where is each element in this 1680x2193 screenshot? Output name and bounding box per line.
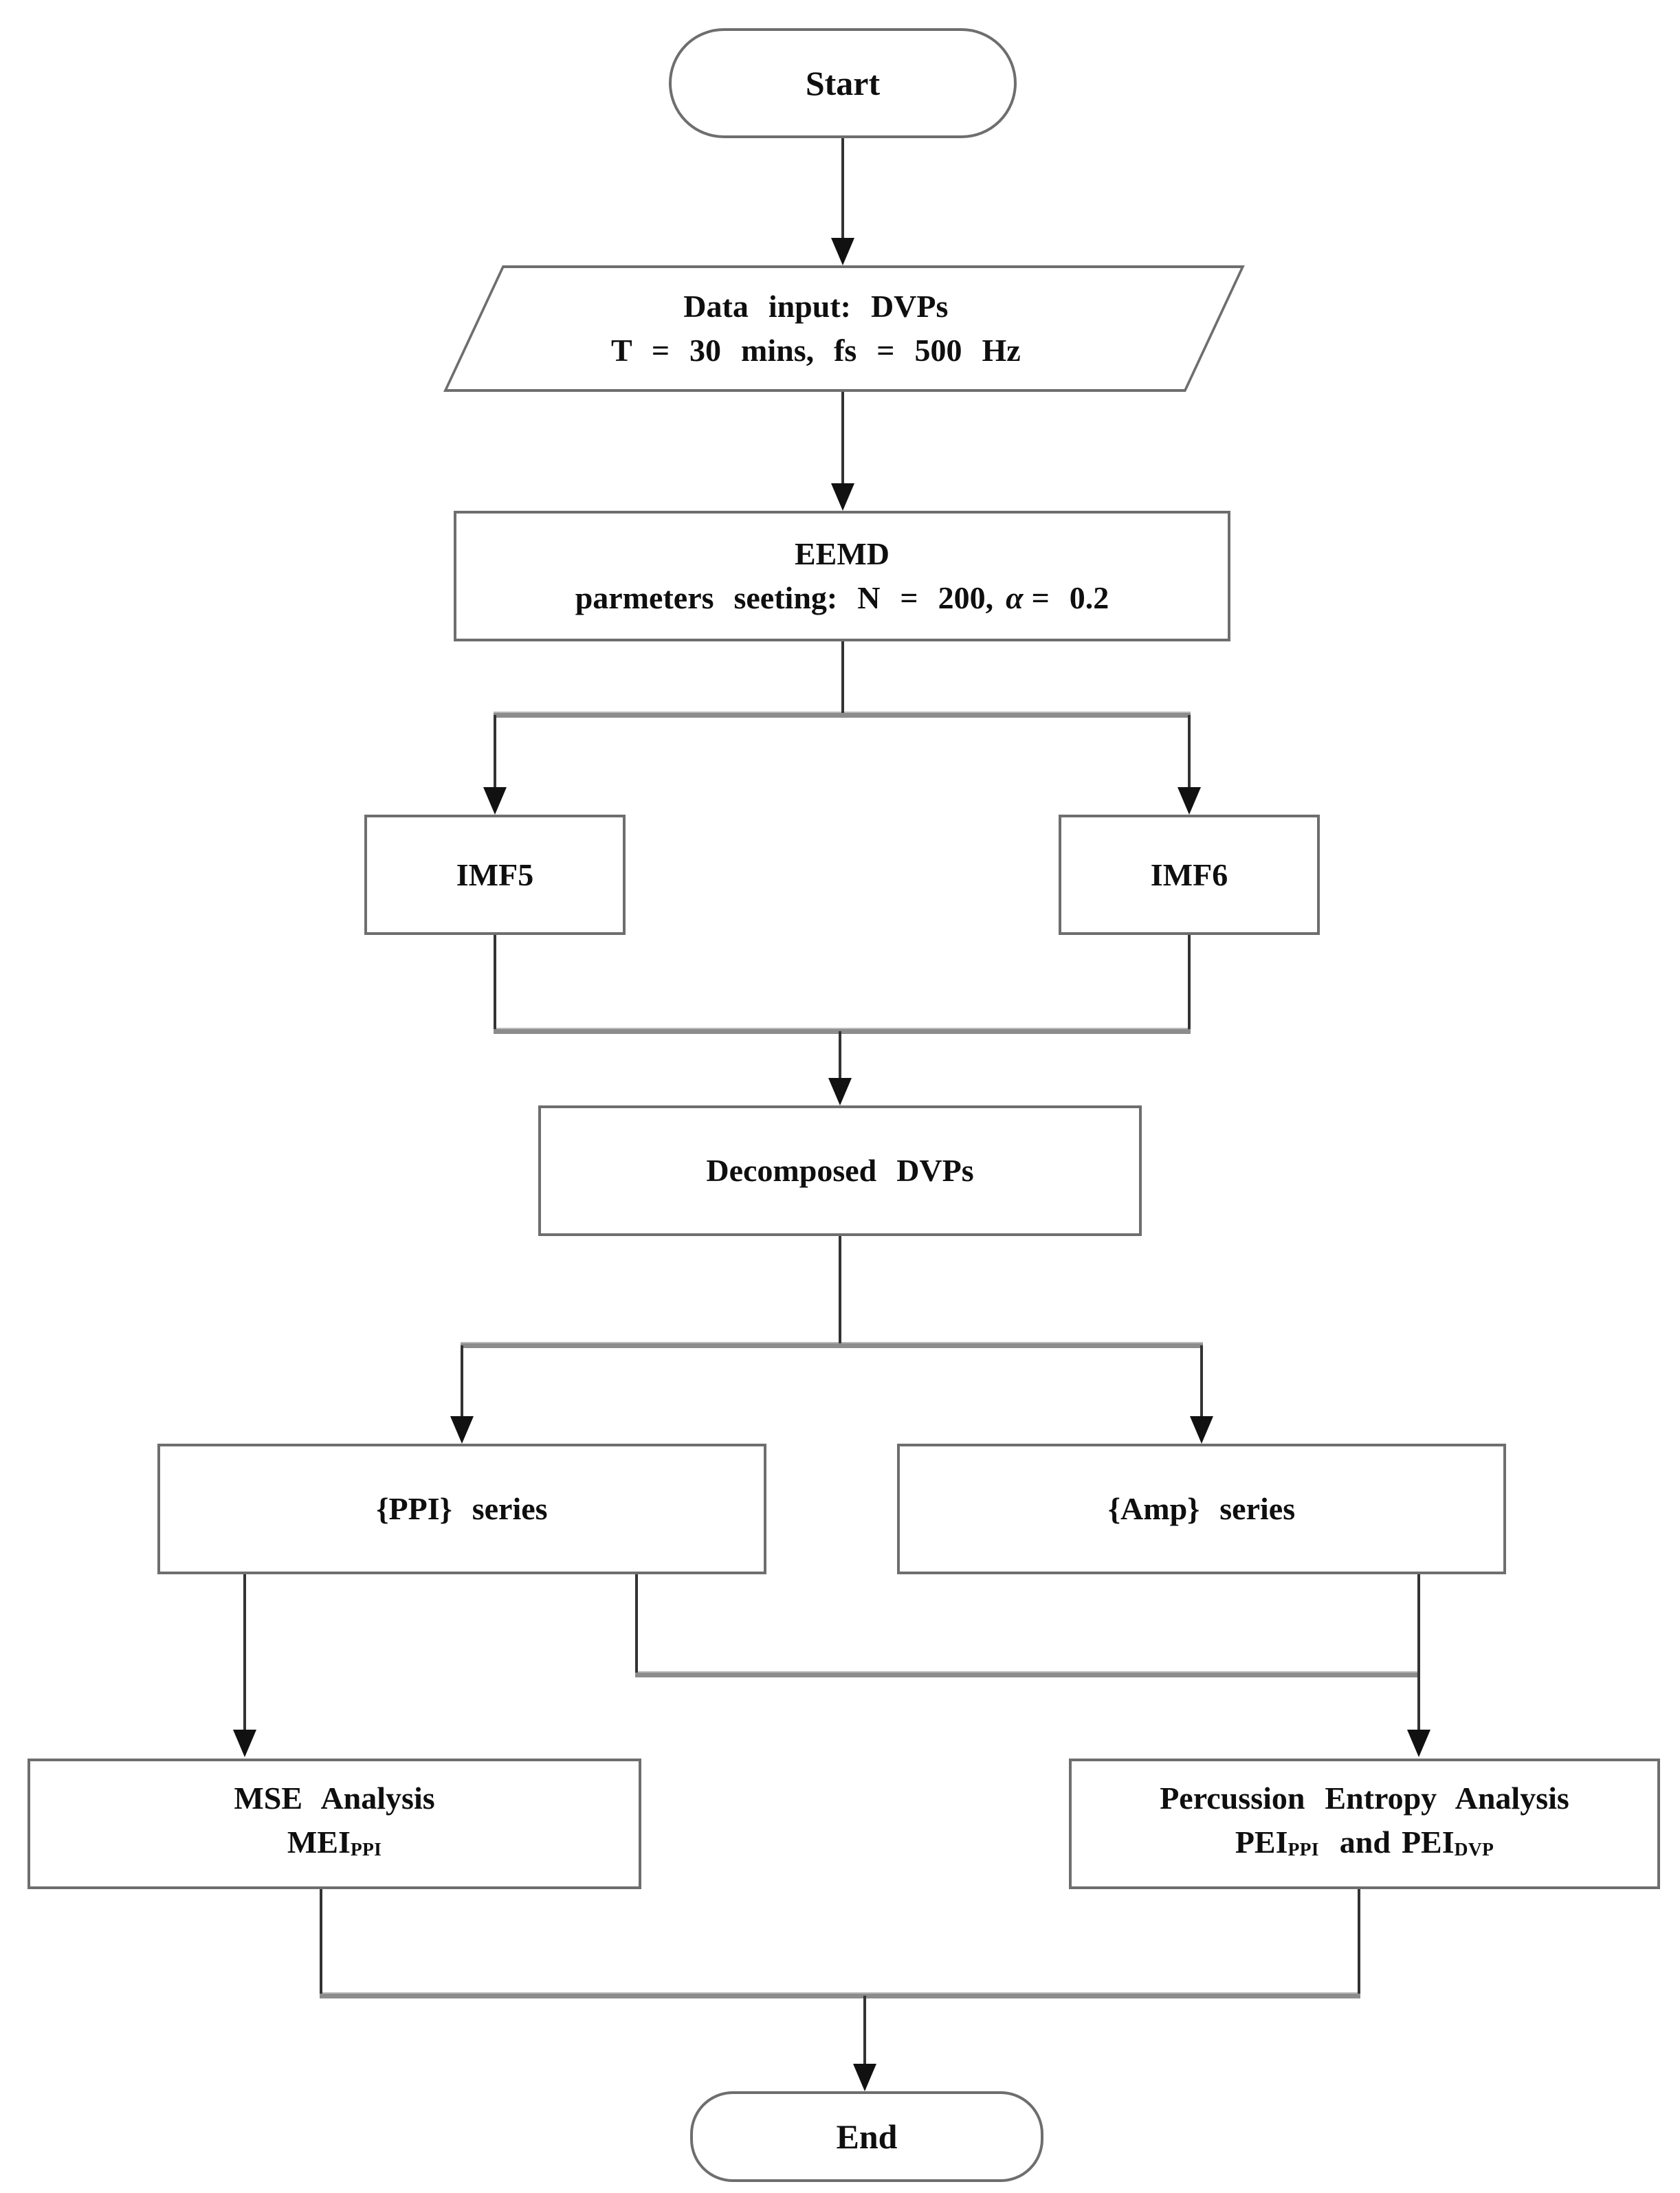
- node-end: End: [690, 2091, 1043, 2182]
- node-percussion-line1: Percussion Entropy Analysis: [1160, 1781, 1569, 1816]
- arrowhead-ppi: [450, 1416, 474, 1444]
- fork-rail-series: [461, 1343, 1203, 1348]
- connector-amp-percussion: [1417, 1574, 1420, 1731]
- node-decomposed-label: Decomposed DVPs: [706, 1153, 974, 1188]
- connector-merge-end: [863, 1996, 866, 2065]
- arrowhead-decomposed: [828, 1078, 852, 1105]
- arrowhead-imf5: [483, 787, 507, 815]
- node-mse-metric: MEIPPI: [287, 1820, 382, 1871]
- connector-eemd-stem: [841, 641, 844, 715]
- merge-rail-imf: [494, 1029, 1191, 1034]
- node-end-label: End: [836, 2117, 898, 2156]
- connector-ppi-junction: [635, 1574, 638, 1675]
- percussion-metric2-base: PEI: [1401, 1825, 1455, 1860]
- node-data-input-content: Data input: DVPs T = 30 mins, fs = 500 H…: [447, 268, 1184, 389]
- percussion-metric2-subscript: DVP: [1454, 1838, 1494, 1860]
- percussion-conjunction: and: [1339, 1825, 1391, 1860]
- arrowhead-percussion: [1407, 1730, 1430, 1757]
- connector-imf6-merge: [1188, 935, 1191, 1031]
- arrowhead-amp: [1190, 1416, 1213, 1444]
- connector-percussion-merge: [1358, 1889, 1360, 1996]
- connector-decomposed-stem: [839, 1236, 841, 1346]
- connector-ppi-mse: [243, 1574, 246, 1731]
- node-amp-series: {Amp} series: [897, 1444, 1506, 1574]
- mse-metric-subscript: PPI: [350, 1838, 382, 1860]
- node-eemd-params: parmeters seeting: N = 200,: [575, 580, 994, 615]
- connector-fork-imf5: [494, 715, 496, 789]
- junction-rail-percussion: [635, 1673, 1420, 1677]
- connector-fork-imf6: [1188, 715, 1191, 789]
- node-eemd-line2: parmeters seeting: N = 200, α= 0.2: [575, 576, 1109, 620]
- node-imf6-label: IMF6: [1150, 857, 1228, 892]
- node-eemd: EEMD parmeters seeting: N = 200, α= 0.2: [454, 511, 1230, 641]
- arrowhead-eemd: [831, 483, 854, 511]
- node-imf5-label: IMF5: [456, 857, 534, 892]
- connector-fork-amp: [1200, 1345, 1203, 1418]
- node-data-input-line2: T = 30 mins, fs = 500 Hz: [611, 333, 1021, 368]
- connector-start-input: [841, 138, 844, 239]
- percussion-metric1-subscript: PPI: [1287, 1838, 1319, 1860]
- mse-metric-base: MEI: [287, 1825, 351, 1860]
- node-start-label: Start: [805, 64, 881, 102]
- connector-mse-merge: [320, 1889, 322, 1996]
- node-ppi-series-label: {PPI} series: [376, 1491, 548, 1526]
- node-mse-line1: MSE Analysis: [234, 1781, 435, 1816]
- node-imf6: IMF6: [1059, 815, 1320, 935]
- fork-rail-imf: [494, 713, 1191, 718]
- node-decomposed-dvps: Decomposed DVPs: [538, 1105, 1142, 1236]
- percussion-metric1-base: PEI: [1235, 1825, 1288, 1860]
- connector-input-eemd: [841, 392, 844, 485]
- node-data-input: Data input: DVPs T = 30 mins, fs = 500 H…: [443, 265, 1245, 392]
- node-eemd-line1: EEMD: [795, 536, 889, 571]
- arrowhead-end: [853, 2064, 876, 2091]
- node-data-input-line1: Data input: DVPs: [683, 289, 949, 324]
- arrowhead-imf6: [1178, 787, 1201, 815]
- arrowhead-input: [831, 238, 854, 265]
- connector-imf5-merge: [494, 935, 496, 1031]
- node-ppi-series: {PPI} series: [157, 1444, 766, 1574]
- node-eemd-alpha-value: = 0.2: [1031, 580, 1109, 615]
- node-start: Start: [669, 28, 1017, 138]
- arrowhead-mse: [233, 1730, 256, 1757]
- connector-fork-ppi: [461, 1345, 463, 1418]
- node-mse-analysis: MSE Analysis MEIPPI: [27, 1759, 641, 1889]
- connector-merge-decomposed: [839, 1031, 841, 1079]
- node-amp-series-label: {Amp} series: [1107, 1491, 1296, 1526]
- merge-rail-end: [320, 1994, 1360, 1998]
- alpha-symbol: α: [1006, 580, 1024, 615]
- node-imf5: IMF5: [364, 815, 626, 935]
